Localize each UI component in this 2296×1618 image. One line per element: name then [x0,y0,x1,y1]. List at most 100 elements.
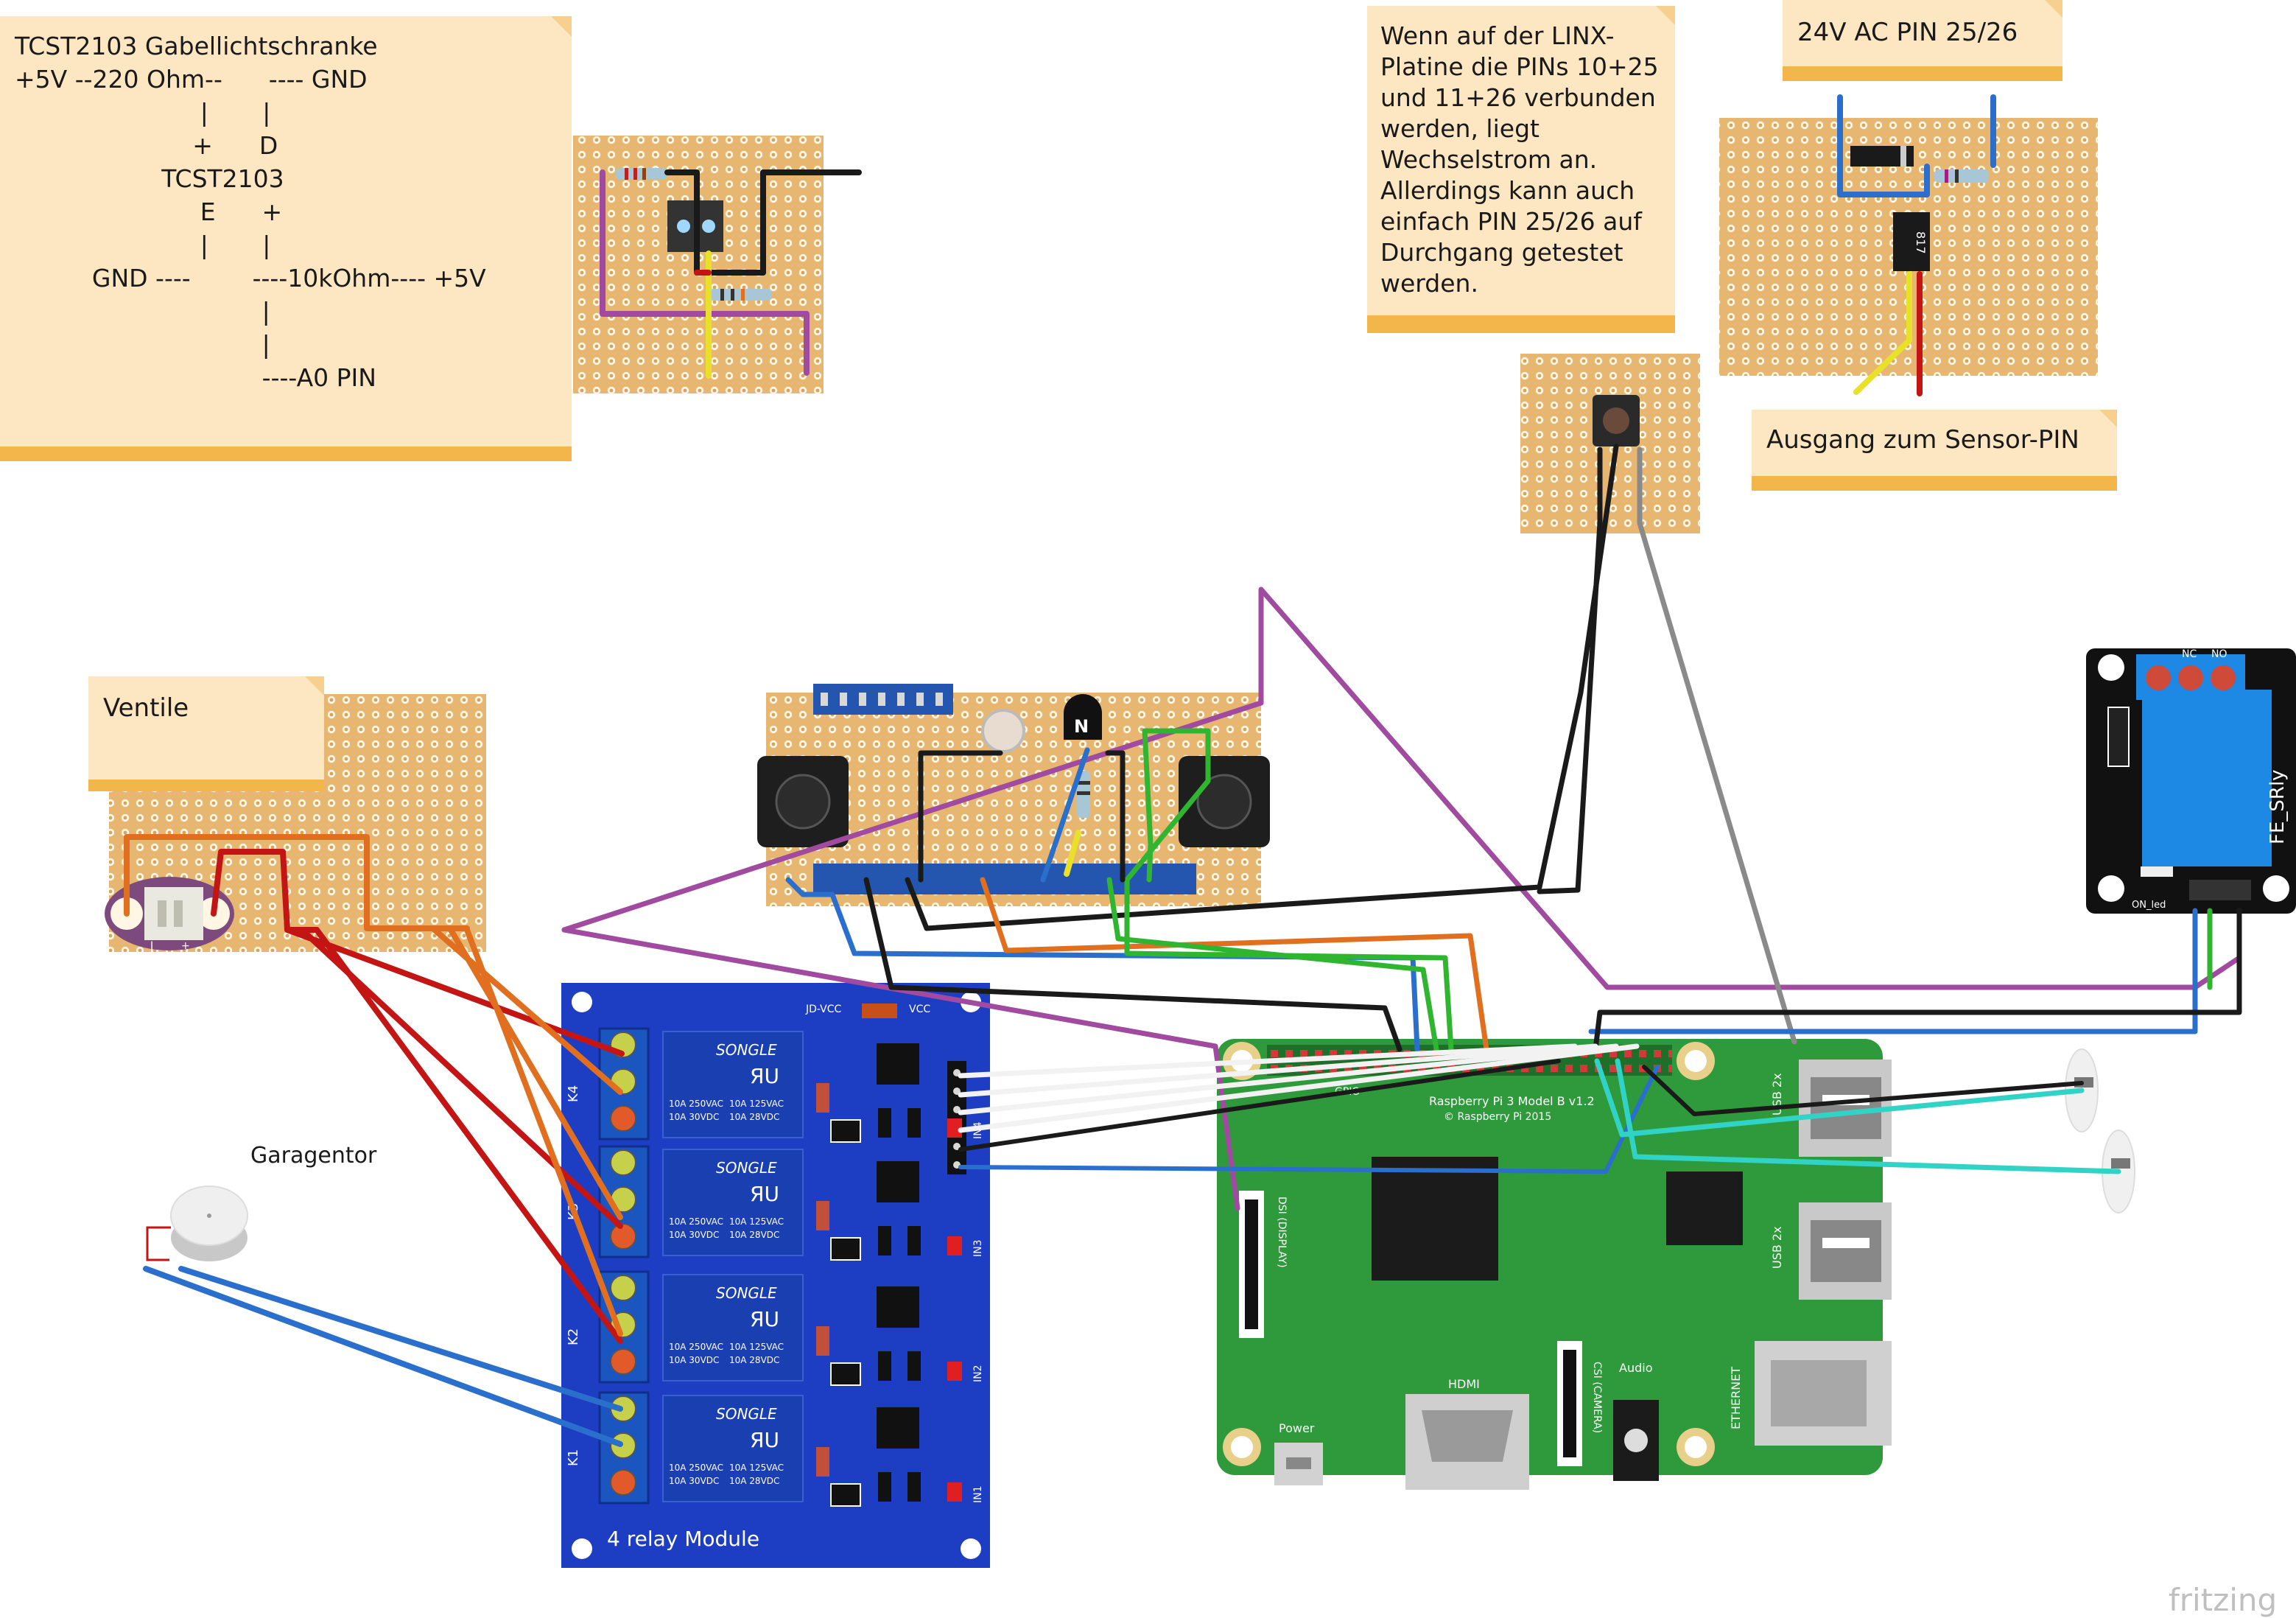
fritzing-logo: fritzing [2169,1582,2277,1618]
relay-cube [662,1274,804,1381]
indicator-led [947,1362,962,1381]
optocoupler [877,1043,919,1085]
pi-copyright: © Raspberry Pi 2015 [1444,1111,1551,1123]
nc-label: NC [2182,648,2197,660]
relay-rating: 10A 125VAC [729,1463,784,1473]
note-linx-line: Platine die PINs 10+25 [1380,52,1659,81]
relay-rating: 10A 125VAC [729,1099,784,1109]
single-relay-module: NC NO FE_SRly ON_led [2086,648,2296,914]
screw-terminal[interactable] [610,1469,636,1496]
note-linx-line: Wenn auf der LINX- [1380,21,1615,50]
relay-rating: 10A 250VAC [669,1099,723,1109]
audio-label: Audio [1619,1361,1652,1375]
led [981,709,1025,753]
screw-terminal[interactable] [610,1275,636,1301]
garagentor-label: Garagentor [250,1143,377,1169]
jd-vcc-label: JD-VCC [805,1004,841,1015]
relay-rating: 10A 28VDC [729,1230,779,1240]
note-tcst-line: + D [15,131,278,160]
note-linx-line: Durchgang getestet [1380,238,1623,267]
relay-cube [662,1395,804,1502]
relay-brand: SONGLE [716,1405,777,1423]
relay-header [947,1061,966,1174]
note-tcst-line: | [15,297,270,326]
screw-terminal[interactable] [610,1223,636,1250]
resistor-10k [709,289,772,301]
screw-terminal[interactable] [610,1348,636,1375]
note-sensor-text: Ausgang zum Sensor-PIN [1766,425,2079,455]
header-strip-bottom [813,864,1196,894]
relay-label: K4 [566,1085,581,1102]
note-tcst-text: TCST2103 Gabellichtschranke +5V --220 Ohm… [14,32,486,392]
screw-terminal[interactable] [610,1105,636,1132]
screw-terminal[interactable] [610,1149,636,1176]
relay-rating: 10A 28VDC [729,1355,779,1365]
indicator-led [947,1482,962,1502]
note-tcst-line: | | [15,231,270,259]
resistor-ac [1934,169,1989,183]
note-linx-line: Wechselstrom an. [1380,145,1597,174]
relay-rating: 10A 30VDC [669,1355,719,1365]
optocoupler [877,1286,919,1328]
relay-rating: 10A 30VDC [669,1112,719,1122]
optocoupler-817 [1893,212,1930,271]
screw-terminal[interactable] [610,1432,636,1459]
suction-cups [2065,1048,2135,1214]
relay-brand: SONGLE [716,1284,777,1302]
note-tcst-line: | [15,330,270,359]
relay-brand: SONGLE [716,1041,777,1059]
note-tcst-line: E + [15,197,282,226]
transistor [1064,694,1102,740]
ru-mark: ЯU [750,1182,779,1206]
relay-rating: 10A 250VAC [669,1216,723,1227]
note-linx-line: werden. [1380,269,1478,298]
note-ventile: Ventile [88,676,324,791]
relay-rating: 10A 30VDC [669,1476,719,1486]
relay-label: K1 [566,1449,581,1466]
relay-channel: K2 SONGLE 10A 250VAC 10A 30VDC 10A 125VAC 10A… [566,1270,984,1386]
optocoupler-label: 817 [1914,231,1928,254]
note-sensor: Ausgang zum Sensor-PIN [1752,410,2117,491]
ru-mark: ЯU [750,1307,779,1331]
usb-label-top: USB 2x [1770,1073,1784,1116]
relay-label: K2 [566,1328,581,1345]
indicator-led [947,1118,962,1138]
relay-input-label: IN3 [972,1239,984,1257]
relay-rating: 10A 28VDC [729,1112,779,1122]
relay-rating: 10A 250VAC [669,1342,723,1352]
relay-rating: 10A 30VDC [669,1230,719,1240]
note-tcst-line: ----A0 PIN [15,363,376,392]
optocoupler [877,1407,919,1449]
note-tcst-line: TCST2103 [15,164,284,193]
single-relay-name: FE_SRly [2267,769,2289,844]
garage-buzzer: Garagentor [146,1143,377,1261]
note-tcst-line: +5V --220 Ohm-- ---- GND [15,65,368,94]
resistor-220 [616,168,667,180]
on-led-label: ON_led [2132,900,2166,911]
note-ac: 24V AC PIN 25/26 [1783,0,2062,81]
relay-rating: 10A 28VDC [729,1476,779,1486]
note-tcst: TCST2103 Gabellichtschranke +5V --220 Ohm… [0,16,572,461]
note-linx-text: Wenn auf der LINX-Platine die PINs 10+25… [1380,21,1659,298]
dsi-label: DSI (DISPLAY) [1276,1197,1288,1268]
relay-cube [662,1149,804,1256]
relay-brand: SONGLE [716,1159,777,1177]
relay-input-label: IN1 [972,1485,984,1503]
raspberry-pi: GPIO Raspberry Pi 3 Model B v1.2 © Raspb… [1217,1039,1892,1490]
usb-lan-chip [1666,1172,1743,1245]
svg-text:+: + [181,940,190,952]
note-linx-line: Allerdings kann auch [1380,176,1635,205]
relay-module-title: 4 relay Module [607,1527,759,1551]
note-tcst-line: TCST2103 Gabellichtschranke [14,32,378,60]
note-linx-line: und 11+26 verbunden [1380,83,1656,112]
optocoupler [877,1161,919,1202]
relay-rating: 10A 250VAC [669,1463,723,1473]
relay-rating: 10A 125VAC [729,1342,784,1352]
relay-cube [662,1031,804,1138]
note-tcst-line: | | [15,98,270,127]
wires [124,94,2242,1447]
soc-chip [1372,1157,1498,1281]
jd-vcc-jumper[interactable] [862,1004,897,1018]
perfboard-linx-button [1520,354,1700,533]
